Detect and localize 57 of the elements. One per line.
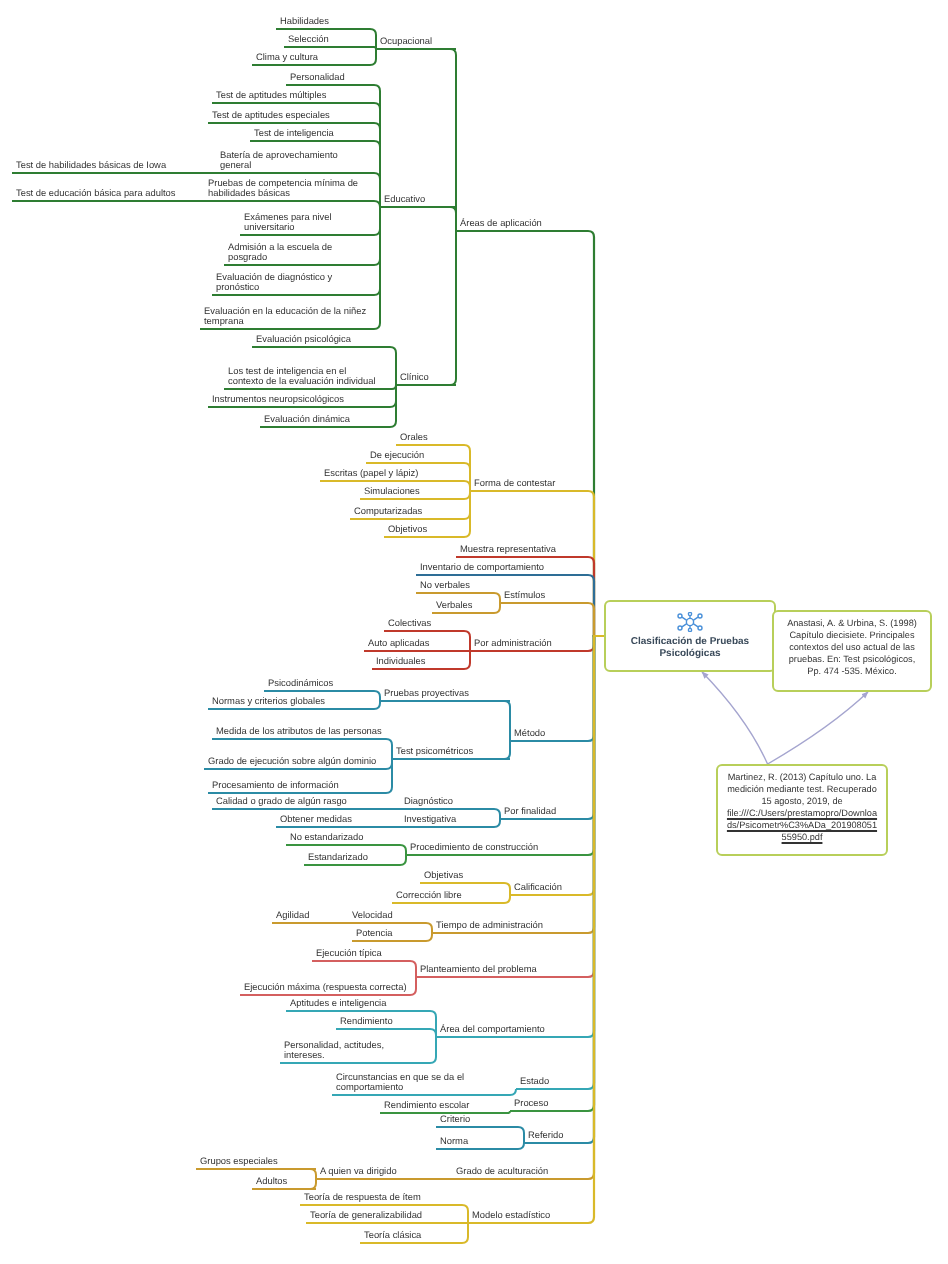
branch-line	[309, 1178, 317, 1190]
branch-line	[419, 1036, 437, 1064]
branch-line	[459, 650, 471, 670]
branch-line	[369, 172, 381, 208]
branch-line	[489, 602, 501, 614]
branch-line	[423, 932, 433, 942]
branch-line	[455, 480, 471, 492]
branch-line	[455, 1222, 469, 1224]
branch-line	[459, 630, 471, 652]
branch-line	[491, 1088, 517, 1096]
branch-line	[369, 700, 381, 710]
branch-line	[489, 592, 501, 604]
branch-line	[499, 1110, 511, 1114]
branch-line	[369, 206, 381, 330]
branch-line	[385, 384, 397, 390]
branch-line	[489, 808, 501, 820]
arrow	[766, 691, 869, 765]
branch-line	[503, 740, 511, 760]
branch-line	[355, 46, 377, 50]
branch-line	[449, 206, 457, 232]
branch-line	[455, 1222, 469, 1244]
branch-line	[389, 826, 401, 828]
branch-line	[495, 894, 511, 904]
branch-line	[499, 1142, 525, 1150]
branch-line	[383, 738, 393, 760]
branch-line	[369, 690, 381, 702]
branch-line	[335, 922, 349, 924]
branch-line	[399, 844, 407, 856]
branch-line	[409, 960, 417, 978]
branch-line	[389, 808, 401, 810]
branch-line	[439, 1178, 453, 1180]
branch-line	[489, 818, 501, 828]
branch-line	[191, 200, 205, 202]
branch-line	[419, 1010, 437, 1038]
branch-line	[449, 230, 457, 386]
branch-line	[459, 650, 471, 652]
branch-line	[385, 384, 397, 428]
central-topic-box	[604, 600, 776, 672]
branch-line	[409, 976, 417, 996]
branch-line	[385, 346, 397, 386]
branch-line	[503, 700, 511, 742]
branch-line	[419, 1028, 437, 1038]
arrow	[701, 671, 769, 765]
reference-note	[716, 764, 888, 856]
branch-line	[309, 1168, 317, 1180]
branch-line	[369, 200, 381, 208]
branch-line	[455, 490, 471, 538]
branch-line	[355, 28, 377, 50]
branch-line	[455, 1204, 469, 1224]
branch-line	[399, 854, 407, 866]
branch-line	[355, 48, 377, 66]
branch-line	[383, 758, 393, 794]
branch-line	[499, 1126, 525, 1144]
branch-line	[423, 922, 433, 934]
branch-line	[455, 490, 471, 500]
branch-line	[199, 172, 217, 174]
branch-line	[495, 882, 511, 896]
